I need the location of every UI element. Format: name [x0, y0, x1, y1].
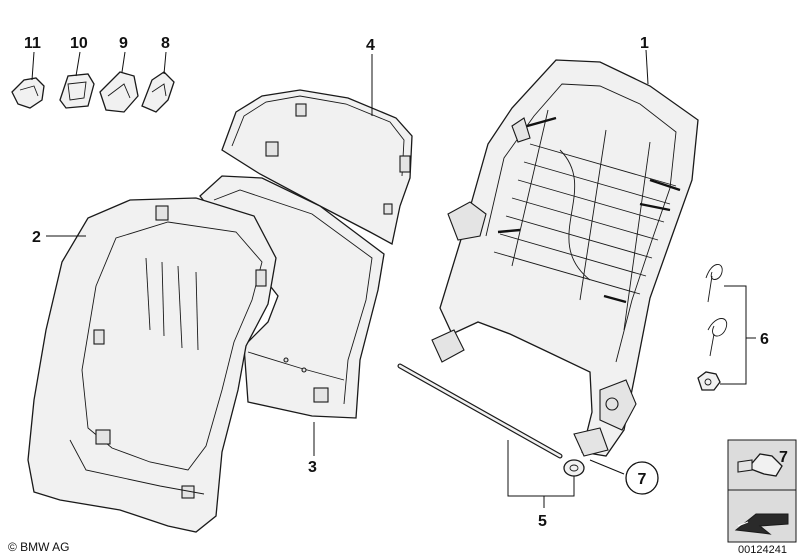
label-part-3: 3 [308, 459, 317, 476]
clip-part-10 [59, 73, 95, 109]
label-part-6: 6 [760, 331, 769, 348]
label-part-8: 8 [161, 35, 170, 52]
nut-part-6 [697, 371, 721, 391]
spring-part-6-upper [705, 264, 723, 303]
inset-label-part-7: 7 [779, 449, 788, 466]
label-part-9: 9 [119, 35, 128, 52]
clip-part-9 [99, 71, 139, 113]
callout-label-part-7: 7 [638, 471, 647, 488]
label-part-5: 5 [538, 513, 547, 530]
label-part-4: 4 [366, 37, 375, 54]
spring-mat [493, 109, 677, 331]
trim-panel-part-4 [221, 89, 413, 245]
clip-part-8 [141, 71, 175, 113]
callout-circle-part-7: 7 [625, 461, 659, 495]
grommet-part-5 [563, 459, 585, 477]
rod-part-5 [397, 363, 563, 459]
leader-lines [31, 49, 756, 508]
label-part-2: 2 [32, 229, 41, 246]
diagram-number: 00124241 [738, 544, 787, 556]
spring-part-6-lower [707, 318, 728, 357]
clip-part-11 [11, 77, 45, 109]
label-part-10: 10 [70, 35, 88, 52]
copyright-text: © BMW AG [8, 540, 70, 554]
seat-frame-part-1 [431, 59, 699, 457]
seat-back-shell-part-2 [27, 197, 277, 533]
inset-box-part-7 [727, 439, 797, 543]
label-part-1: 1 [640, 35, 649, 52]
label-part-11: 11 [24, 35, 41, 52]
